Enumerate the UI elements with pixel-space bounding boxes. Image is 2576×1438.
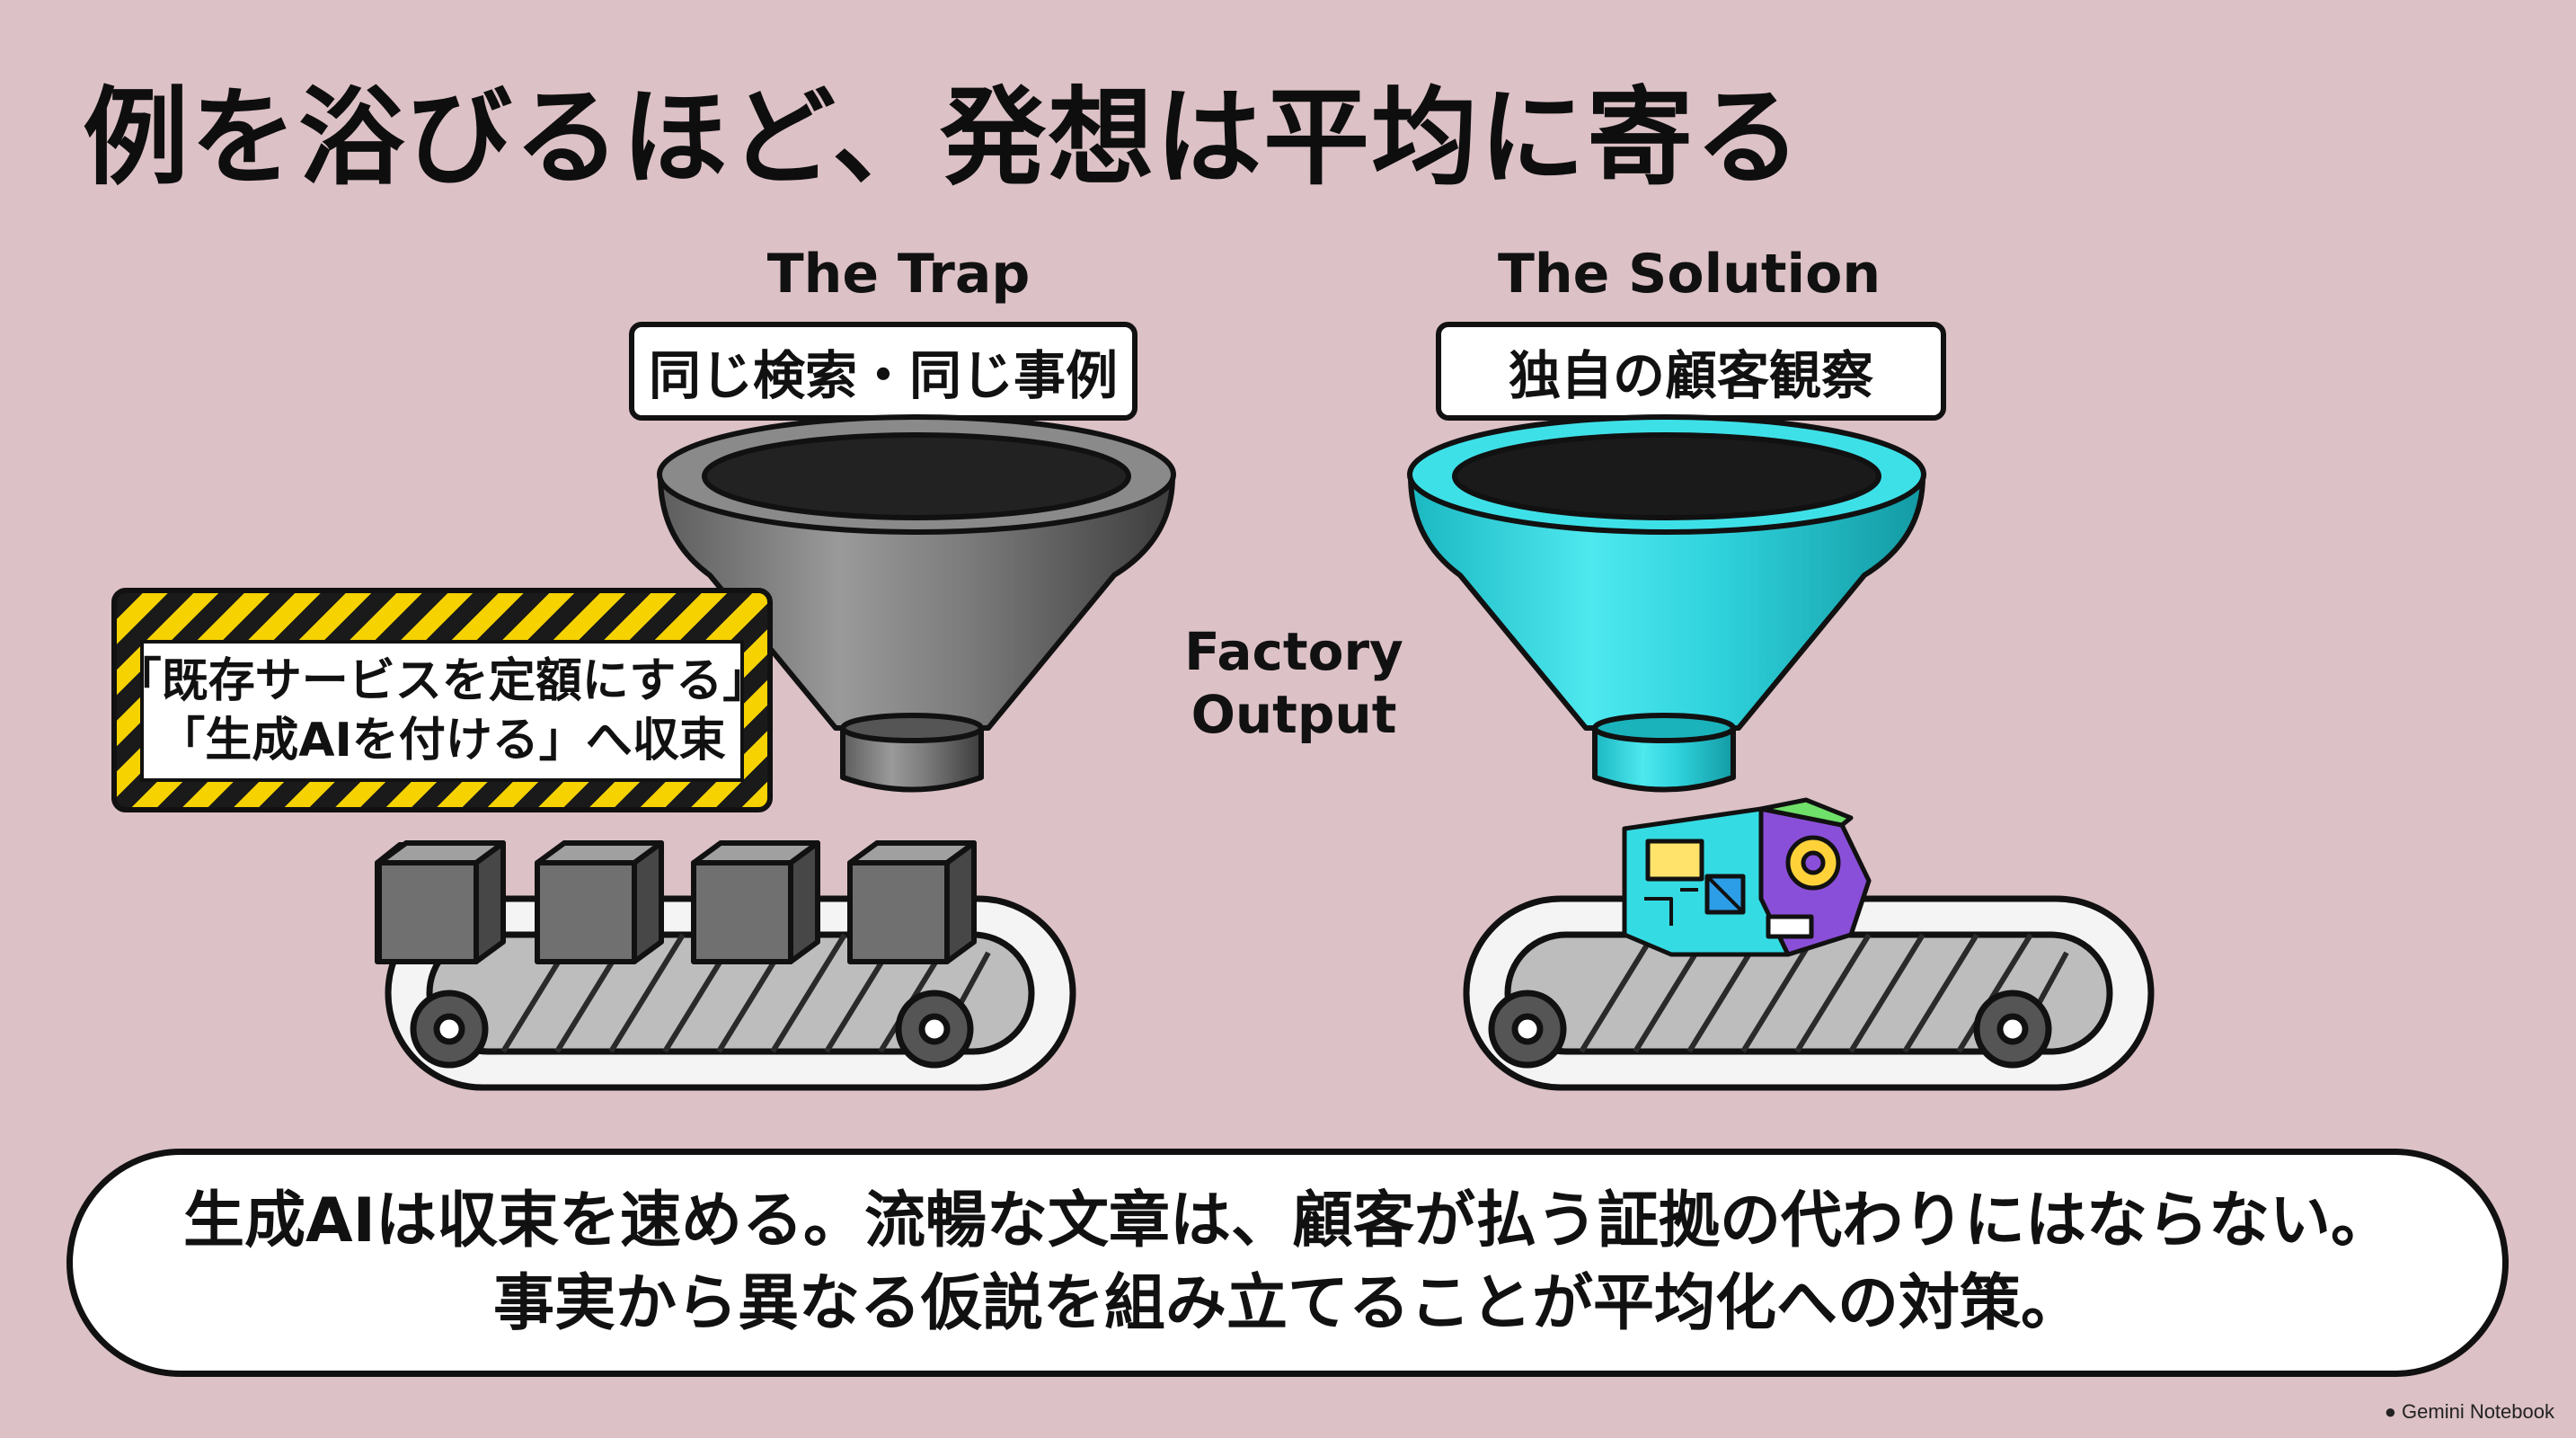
box-2 bbox=[535, 840, 664, 964]
solution-heading: The Solution bbox=[1497, 243, 1881, 306]
hazard-warning-box: 「既存サービスを定額にする」 「生成AIを付ける」へ収束 bbox=[111, 588, 773, 812]
trap-funnel bbox=[657, 414, 1176, 793]
factory-label-line-1: Factory bbox=[1184, 621, 1403, 682]
solution-funnel bbox=[1407, 414, 1926, 793]
box-4 bbox=[847, 840, 977, 964]
conclusion-panel: 生成AIは収束を速める。流暢な文章は、顧客が払う証拠の代わりにはならない。 事実… bbox=[66, 1149, 2509, 1377]
factory-label-line-2: Output bbox=[1191, 684, 1397, 745]
factory-output-label: Factory Output bbox=[1159, 620, 1429, 746]
credit: ● Gemini Notebook bbox=[2385, 1400, 2554, 1424]
trap-heading: The Trap bbox=[766, 243, 1031, 306]
notebook-icon: ● bbox=[2384, 1400, 2397, 1423]
warning-line-1: 「既存サービスを定額にする」 bbox=[114, 654, 770, 708]
warning-text-panel: 「既存サービスを定額にする」 「生成AIを付ける」へ収束 bbox=[115, 640, 769, 782]
warning-line-2: 「生成AIを付ける」へ収束 bbox=[158, 714, 726, 768]
conclusion-line-1: 生成AIは収束を速める。流暢な文章は、顧客が払う証拠の代わりにはならない。 bbox=[183, 1185, 2392, 1256]
page-title: 例を浴びるほど、発想は平均に寄る bbox=[83, 75, 1803, 200]
box-1 bbox=[376, 840, 506, 964]
conclusion-line-2: 事実から異なる仮説を組み立てることが平均化への対策。 bbox=[492, 1268, 2082, 1339]
box-3 bbox=[691, 840, 820, 964]
credit-label: Gemini Notebook bbox=[2402, 1400, 2554, 1423]
unique-product bbox=[1622, 797, 1872, 957]
